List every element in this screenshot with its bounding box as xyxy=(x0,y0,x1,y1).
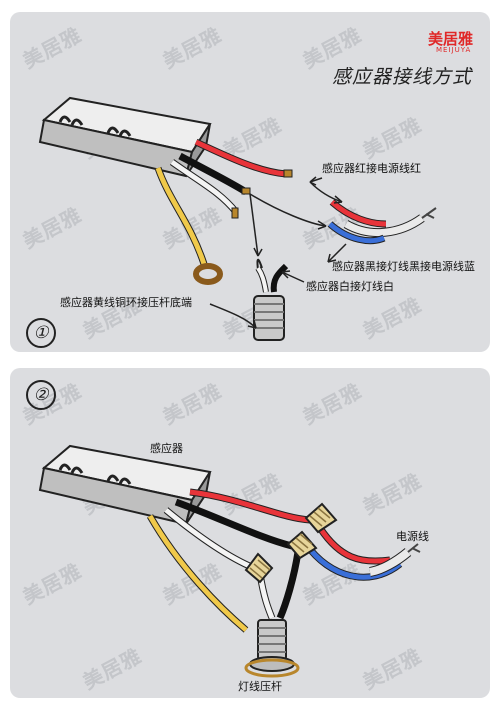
brand-logo-sub: MEIJUYA xyxy=(436,46,472,54)
power-cable xyxy=(303,526,421,581)
lamp-rod xyxy=(253,258,289,341)
step-number-2: ② xyxy=(26,380,56,410)
wire-nut-white xyxy=(244,552,274,584)
lamp-black-wire xyxy=(270,263,289,293)
power-cable xyxy=(327,199,437,245)
label-power-cable: 电源线 xyxy=(396,530,429,543)
wiring-diagram-1 xyxy=(38,96,437,341)
panel-step-1: 美居雅 美居雅 美居雅 美居雅 美居雅 美居雅 美居雅 美居雅 美居雅 美居雅 … xyxy=(10,12,490,352)
black-wire xyxy=(178,152,248,195)
panel-step-2: 美居雅 美居雅 美居雅 美居雅 美居雅 美居雅 美居雅 美居雅 美居雅 美居雅 … xyxy=(10,368,490,698)
brand-logo: 美居雅 xyxy=(428,30,474,48)
arrow-black xyxy=(249,193,347,263)
label-red-wire: 感应器红接电源线红 xyxy=(322,162,421,175)
sensor-box xyxy=(38,96,212,178)
wiring-diagram-2 xyxy=(38,444,421,678)
lamp-rod xyxy=(244,619,300,678)
arrow-yellow xyxy=(209,303,257,329)
copper-ring-terminal xyxy=(193,263,223,285)
arrow-white xyxy=(281,270,305,283)
wire-nut-red xyxy=(304,502,338,534)
step-number-1: ① xyxy=(26,318,56,348)
arrow-red xyxy=(309,176,343,204)
page-title: 感应器接线方式 xyxy=(332,66,473,88)
label-black-wire: 感应器黑接灯线黑接电源线蓝 xyxy=(332,260,475,273)
black-wire xyxy=(174,498,293,550)
label-lamp-rod: 灯线压杆 xyxy=(238,680,282,693)
sensor-box xyxy=(38,444,212,526)
label-sensor: 感应器 xyxy=(150,442,183,455)
wire-nut-black xyxy=(286,530,318,560)
label-yellow-wire: 感应器黄线铜环接压杆底端 xyxy=(60,296,192,309)
label-white-wire: 感应器白接灯线白 xyxy=(306,280,394,293)
